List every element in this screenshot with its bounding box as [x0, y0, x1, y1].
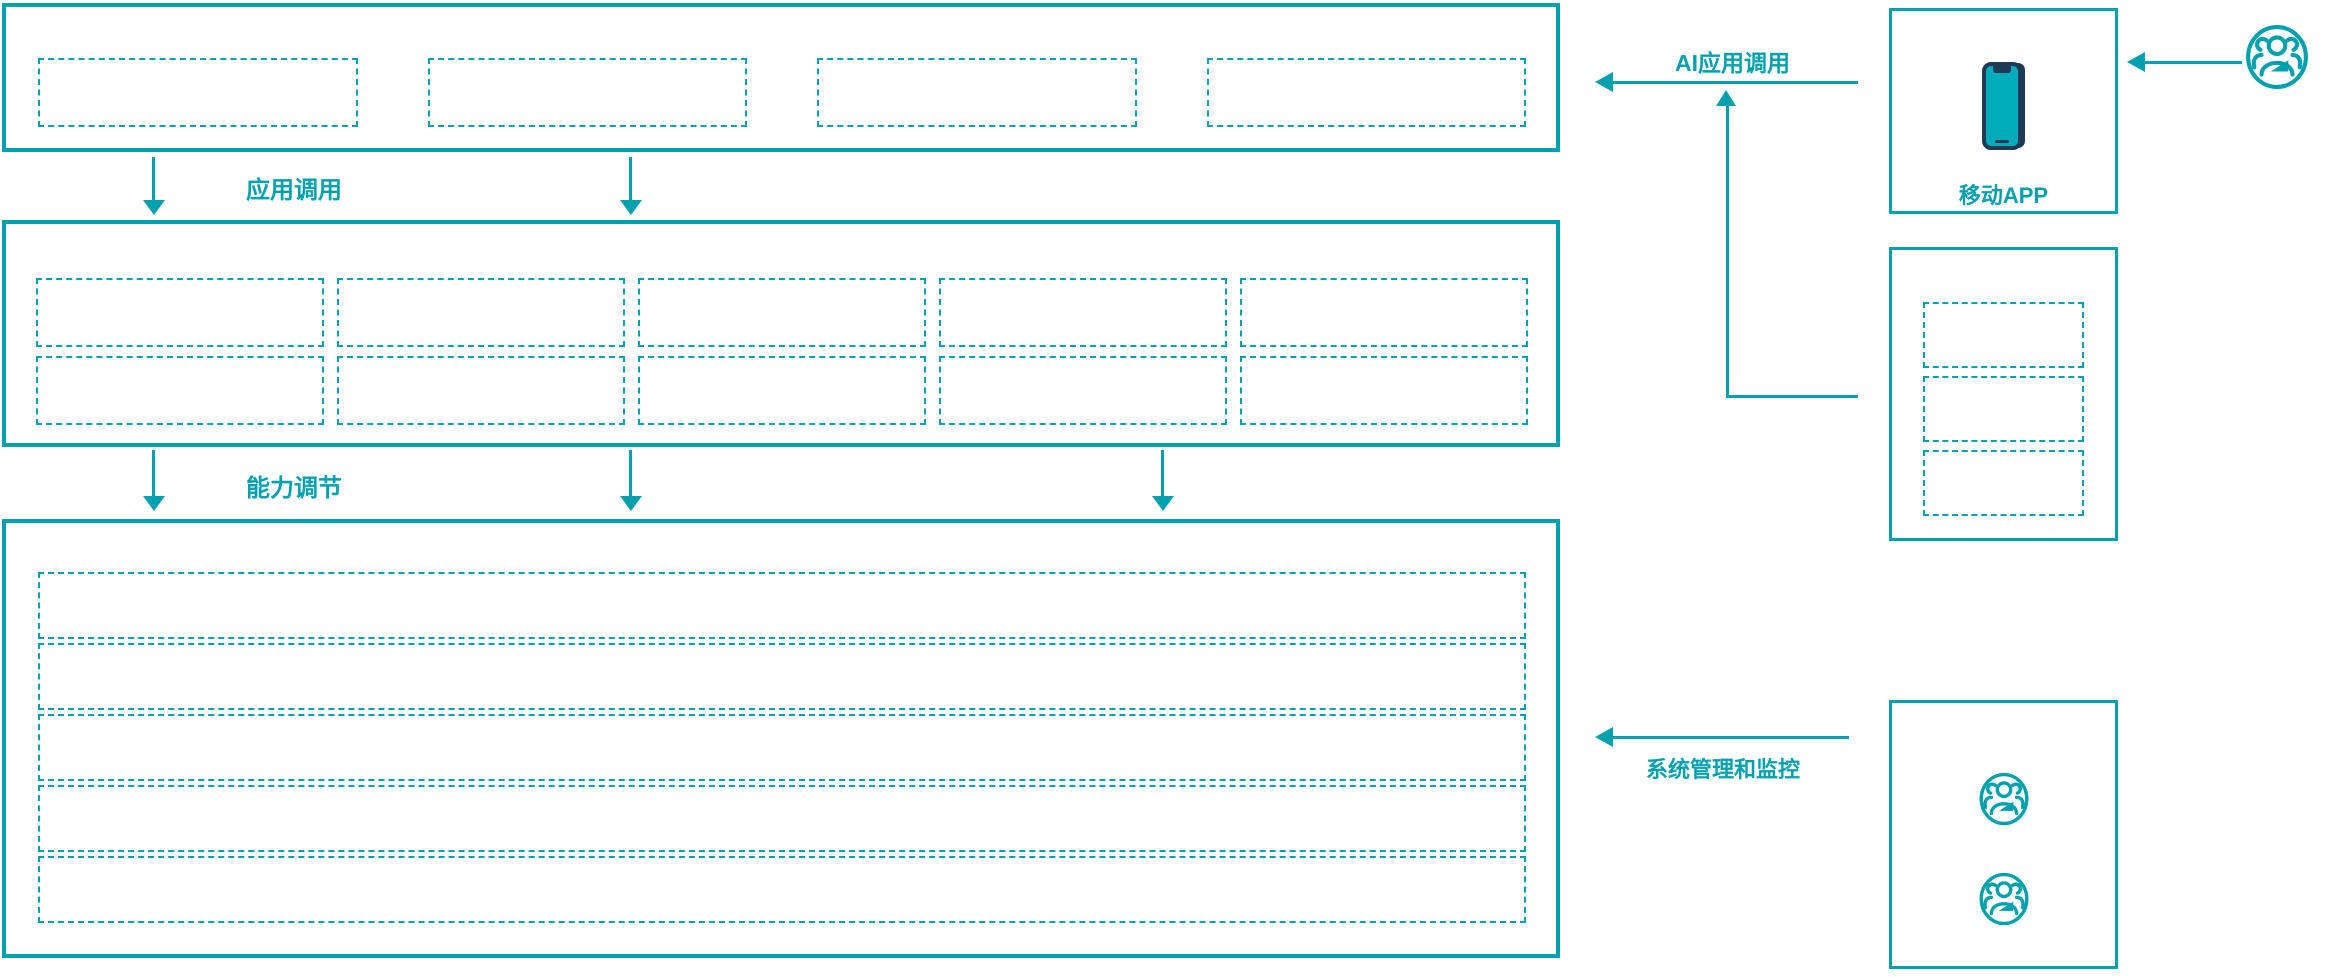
capability-adjust-label: 能力调节 [246, 475, 342, 502]
placeholder-box [1923, 302, 2084, 368]
connector-horizontal-line [1726, 395, 1858, 398]
app-call-arrow-head-2 [620, 200, 642, 215]
placeholder-box [817, 58, 1137, 127]
capability-arrow-line-3 [1161, 450, 1164, 497]
capability-arrow-head-1 [143, 496, 165, 511]
user-group-icon [1977, 869, 2031, 929]
capability-arrow-line-1 [152, 450, 155, 497]
ai-call-arrow-line [1612, 81, 1858, 84]
placeholder-box [36, 356, 324, 425]
smartphone-icon [1981, 62, 2026, 150]
placeholder-box [1206, 58, 1526, 127]
mobile-app-label: 移动APP [1958, 183, 2049, 208]
placeholder-box [638, 278, 926, 347]
app-call-arrow-head-1 [143, 200, 165, 215]
system-monitor-arrow-head [1595, 727, 1613, 747]
system-monitor-arrow-line [1612, 736, 1849, 739]
app-call-arrow-line-1 [152, 157, 155, 201]
system-monitor-label: 系统管理和监控 [1646, 757, 1801, 782]
mobile-app-box: 移动APP [1889, 8, 2118, 214]
ai-call-arrow-head [1595, 72, 1613, 92]
placeholder-box [939, 278, 1227, 347]
capability-arrow-line-2 [629, 450, 632, 497]
placeholder-row [38, 714, 1526, 781]
app-call-label: 应用调用 [246, 177, 342, 204]
user-group-icon [2244, 24, 2310, 90]
placeholder-box [939, 356, 1227, 425]
top-layer-box [2, 3, 1560, 152]
placeholder-box [337, 278, 625, 347]
middle-layer-box [2, 220, 1560, 447]
connector-vertical-line [1726, 105, 1729, 398]
capability-arrow-head-3 [1152, 496, 1174, 511]
app-call-arrow-line-2 [629, 157, 632, 201]
connector-arrow-head-up [1716, 90, 1736, 106]
placeholder-box [36, 278, 324, 347]
right-middle-box [1889, 247, 2118, 541]
user-group-icon [1977, 769, 2031, 829]
placeholder-box [38, 58, 358, 127]
bottom-layer-box [2, 519, 1560, 958]
external-user-arrow-head [2127, 52, 2145, 72]
capability-arrow-head-2 [620, 496, 642, 511]
placeholder-row [38, 785, 1526, 852]
placeholder-box [337, 356, 625, 425]
placeholder-row [38, 856, 1526, 923]
placeholder-box [1240, 278, 1528, 347]
placeholder-box [638, 356, 926, 425]
placeholder-box [1923, 450, 2084, 516]
placeholder-row [38, 572, 1526, 639]
external-user-arrow-line [2144, 61, 2242, 64]
placeholder-box [1240, 356, 1528, 425]
admin-users-box [1889, 700, 2118, 969]
placeholder-box [1923, 376, 2084, 442]
placeholder-box [427, 58, 747, 127]
ai-app-call-label: AI应用调用 [1675, 50, 1790, 76]
placeholder-row [38, 643, 1526, 710]
